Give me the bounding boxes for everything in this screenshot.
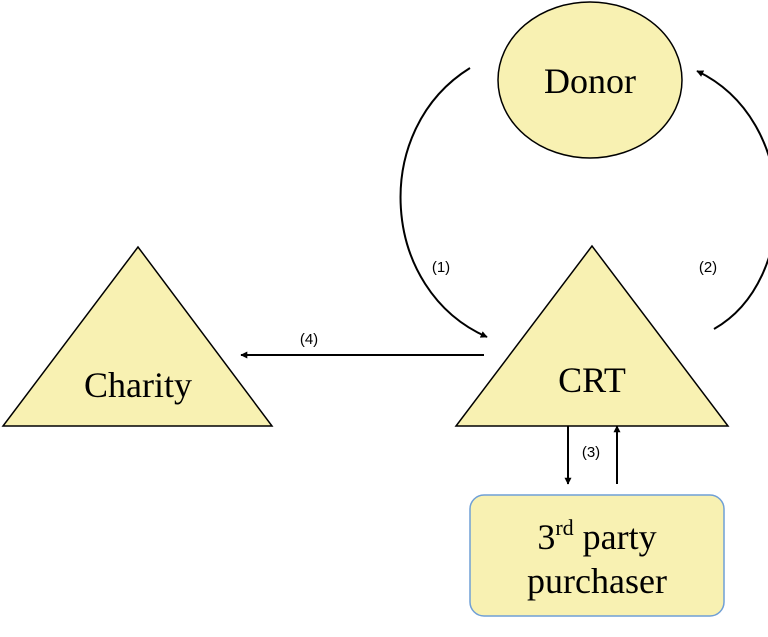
purchaser-label-line2: purchaser	[527, 561, 667, 601]
crt-triangle	[454, 244, 730, 427]
purchaser-ordinal-suffix: rd	[555, 515, 573, 540]
crt-label: CRT	[558, 360, 626, 400]
donor-label: Donor	[544, 61, 636, 101]
purchaser-label-line1: 3rd party	[537, 515, 656, 557]
donor-node: Donor	[497, 1, 683, 159]
edge-2-arrow	[696, 70, 768, 330]
purchaser-box	[469, 494, 725, 617]
charity-triangle	[1, 245, 274, 427]
charity-label: Charity	[84, 365, 192, 405]
edge-4-label: (4)	[300, 331, 318, 348]
edge-2-label: (2)	[699, 259, 717, 276]
edge-1-label: (1)	[432, 259, 450, 276]
donor-ellipse	[497, 1, 683, 159]
crt-node: CRT	[454, 244, 730, 427]
charity-node: Charity	[1, 245, 274, 427]
purchaser-node: 3rd party purchaser	[469, 494, 725, 617]
edge-3-label: (3)	[582, 444, 600, 461]
purchaser-ordinal-number: 3	[537, 517, 555, 557]
edge-1-arrow	[399, 67, 488, 338]
purchaser-party-word: party	[574, 517, 657, 557]
